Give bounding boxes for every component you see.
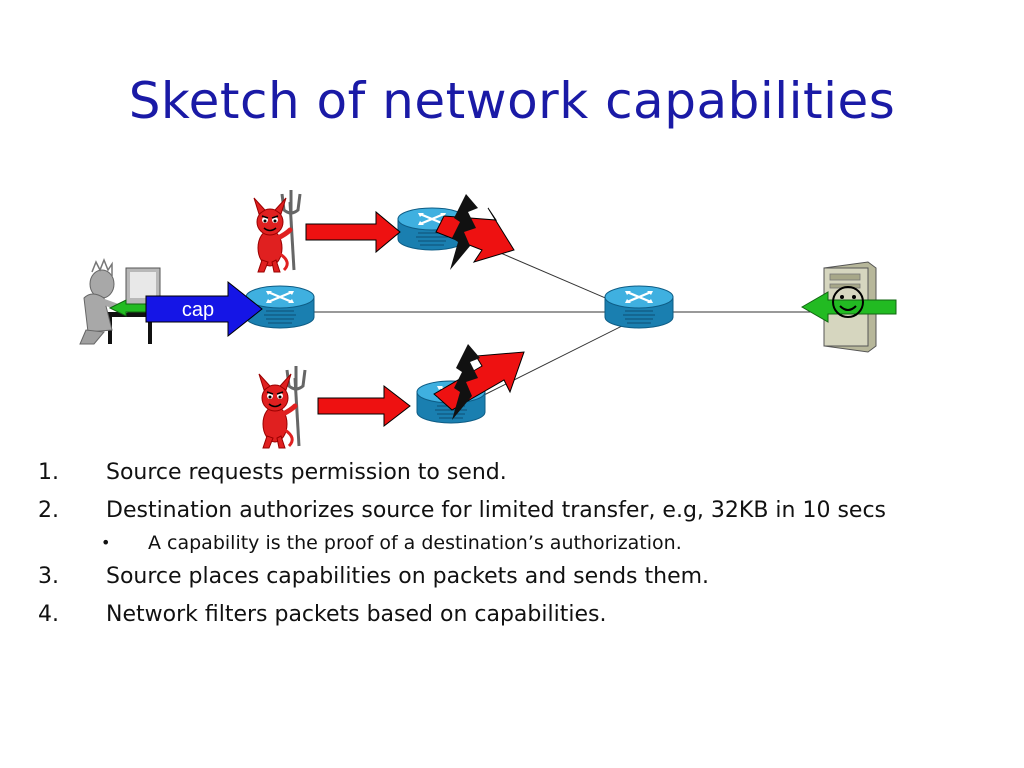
- list-item: 2. Destination authorizes source for lim…: [38, 496, 998, 526]
- list-item: 4. Network filters packets based on capa…: [38, 600, 998, 630]
- list-text: Source places capabilities on packets an…: [106, 564, 710, 589]
- smiley-icon: [832, 286, 864, 318]
- devil-icon: [254, 190, 300, 272]
- list-item: 3. Source places capabilities on packets…: [38, 562, 998, 592]
- slide-title: Sketch of network capabilities: [128, 72, 896, 130]
- devil-icon: [259, 366, 305, 448]
- bullet-icon: •: [101, 533, 111, 552]
- cap-label: cap: [182, 299, 214, 321]
- list-number: 1.: [38, 460, 59, 485]
- list-item: 1. Source requests permission to send.: [38, 458, 998, 488]
- attack-arrow: [435, 207, 515, 263]
- sub-bullet-text: A capability is the proof of a destinati…: [148, 532, 682, 554]
- reply-arrow: [800, 291, 897, 323]
- list-number: 3.: [38, 564, 59, 589]
- list-text: Source requests permission to send.: [106, 460, 507, 485]
- cap-arrow: [145, 280, 263, 338]
- sub-bullet-item: • A capability is the proof of a destina…: [38, 530, 998, 556]
- list-number: 2.: [38, 498, 59, 523]
- network-diagram: cap: [79, 0, 897, 460]
- step-list: 1. Source requests permission to send. 2…: [38, 458, 998, 638]
- list-number: 4.: [38, 602, 59, 627]
- attack-arrow: [305, 210, 401, 254]
- list-text: Destination authorizes source for limite…: [106, 498, 887, 523]
- attack-arrow: [317, 384, 411, 428]
- list-text: Network filters packets based on capabil…: [106, 602, 607, 627]
- router-icon: [603, 284, 675, 330]
